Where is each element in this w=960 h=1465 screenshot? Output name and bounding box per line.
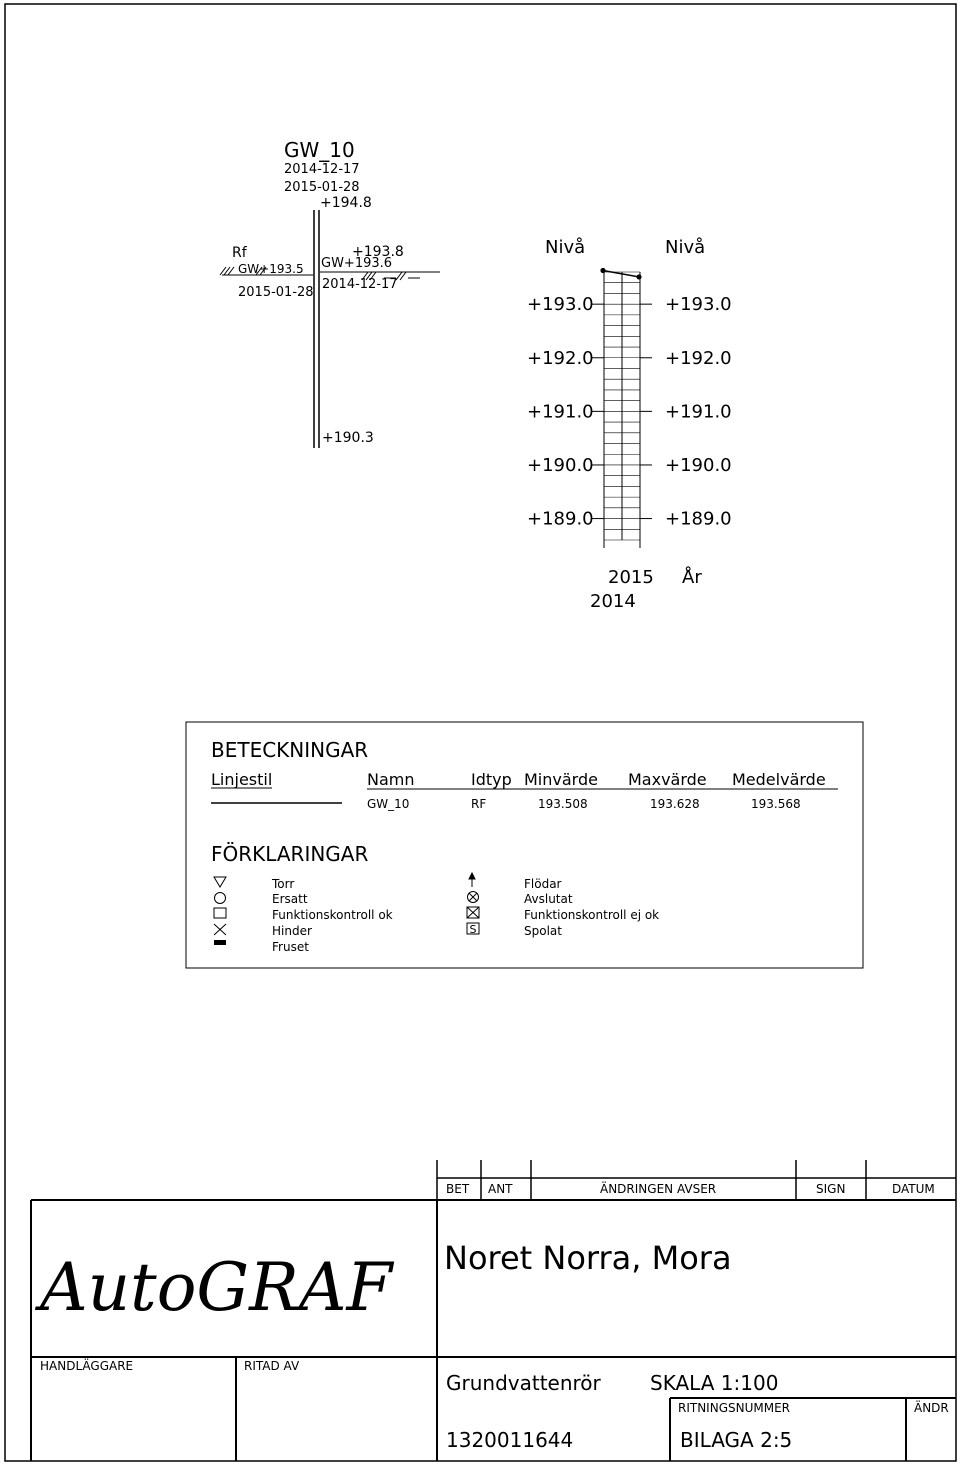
well-name: GW_10	[284, 138, 355, 162]
rev-header-bet: BET	[446, 1182, 470, 1196]
legend-box: BETECKNINGAR Linjestil Namn Idtyp Minvär…	[185, 721, 864, 969]
andr-label: ÄNDR	[914, 1400, 949, 1415]
square-cross-icon	[466, 906, 480, 919]
ritningsnummer-label: RITNINGSNUMMER	[678, 1401, 790, 1415]
autograf-logo: AutoGRAF	[34, 1249, 395, 1326]
square-icon	[213, 907, 227, 919]
level-graph: Nivå Nivå År +193.0 +193.0 +192.0 +192.0 +19…	[527, 237, 732, 612]
rf-label: Rf	[232, 245, 248, 261]
legend-label-flodar: Flödar	[524, 877, 562, 891]
legend-header-medelvarde: Medelvärde	[732, 770, 826, 789]
legend-label-spolat: Spolat	[524, 924, 562, 938]
legend-label-torr: Torr	[271, 877, 294, 891]
graph-left-tick-label: +189.0	[527, 509, 594, 530]
graph-left-tick-label: +190.0	[527, 455, 594, 476]
title-block	[30, 1199, 956, 1461]
series-point	[600, 267, 606, 274]
circle-icon	[214, 892, 226, 904]
well-date-1: 2014-12-17	[284, 162, 360, 177]
legend-title: BETECKNINGAR	[211, 738, 368, 762]
well-top-level: +194.8	[320, 195, 372, 211]
legend-row-idtyp: RF	[471, 797, 486, 811]
casing-level: +193.8	[352, 244, 404, 260]
legend-header-maxvarde: Maxvärde	[628, 770, 707, 789]
legend-row-max: 193.628	[650, 797, 700, 811]
gw-right-label: GW+193.6	[321, 256, 392, 271]
circle-cross-icon	[467, 891, 479, 903]
legend-row-min: 193.508	[538, 797, 588, 811]
project-title: Noret Norra, Mora	[444, 1239, 732, 1277]
cross-icon	[213, 923, 227, 936]
legend-label-ersatt: Ersatt	[272, 892, 308, 906]
revision-table	[436, 1160, 956, 1200]
legend-label-fruset: Fruset	[272, 940, 309, 954]
legend-header-idtyp: Idtyp	[471, 770, 512, 789]
project-number: 1320011644	[446, 1428, 573, 1452]
scale-label: SKALA 1:100	[650, 1371, 778, 1395]
handlaggare-label: HANDLÄGGARE	[40, 1358, 133, 1373]
graph-x-tick-label: 2015	[608, 567, 654, 588]
gw-left-label: GW+193.5	[238, 262, 304, 276]
legend-label-funktionskontroll-ok: Funktionskontroll ok	[272, 908, 393, 922]
subject-label: Grundvattenrör	[446, 1371, 602, 1395]
graph-left-tick-label: +193.0	[527, 294, 594, 315]
gw-right-date: 2014-12-17	[322, 277, 398, 292]
legend-label-avslutat: Avslutat	[524, 892, 573, 906]
well-profile: GW_10 2014-12-17 2015-01-28 +194.8 Rf +1…	[219, 138, 440, 448]
graph-right-tick-label: +191.0	[665, 401, 732, 422]
rev-header-datum: DATUM	[892, 1182, 935, 1196]
triangle-down-icon	[213, 876, 227, 888]
bottom-level: +190.3	[322, 430, 374, 446]
rev-header-ant: ANT	[488, 1182, 513, 1196]
graph-right-tick-label: +192.0	[665, 348, 732, 369]
graph-right-tick-label: +189.0	[665, 509, 732, 530]
legend-header-minvarde: Minvärde	[524, 770, 598, 789]
graph-right-tick-label: +193.0	[665, 294, 732, 315]
graph-left-tick-label: +192.0	[527, 348, 594, 369]
graph-x-tick-label: 2014	[590, 591, 636, 612]
series-line	[602, 269, 640, 278]
filled-bar-icon	[214, 940, 226, 945]
rev-header-sign: SIGN	[816, 1182, 845, 1196]
ground-hatch-right	[361, 271, 420, 281]
x-axis-title: År	[682, 566, 702, 588]
svg-text:S: S	[470, 923, 477, 936]
legend-row-name: GW_10	[367, 797, 409, 811]
graph-left-tick-label: +191.0	[527, 401, 594, 422]
right-axis-title: Nivå	[665, 237, 705, 258]
sheet-border	[4, 3, 957, 1462]
ground-hatch-left	[219, 266, 267, 276]
legend-header-namn: Namn	[367, 770, 415, 789]
legend-border	[185, 721, 864, 969]
ritad-av-label: RITAD AV	[244, 1359, 300, 1373]
sheet-number: BILAGA 2:5	[680, 1428, 792, 1452]
left-axis-title: Nivå	[545, 237, 585, 258]
legend-header-linjestil: Linjestil	[211, 770, 272, 789]
graph-right-tick-label: +190.0	[665, 455, 732, 476]
series-point	[636, 274, 642, 280]
well-date-2: 2015-01-28	[284, 180, 360, 195]
legend-label-funktionskontroll-ej-ok: Funktionskontroll ej ok	[524, 908, 659, 922]
legend-label-hinder: Hinder	[272, 924, 312, 938]
gw-left-date: 2015-01-28	[238, 285, 314, 300]
legend-row-mean: 193.568	[751, 797, 801, 811]
explanations-title: FÖRKLARINGAR	[211, 842, 368, 866]
square-s-icon: S	[466, 922, 480, 936]
rev-header-andringen-avser: ÄNDRINGEN AVSER	[600, 1181, 716, 1196]
arrow-up-icon	[468, 871, 476, 887]
